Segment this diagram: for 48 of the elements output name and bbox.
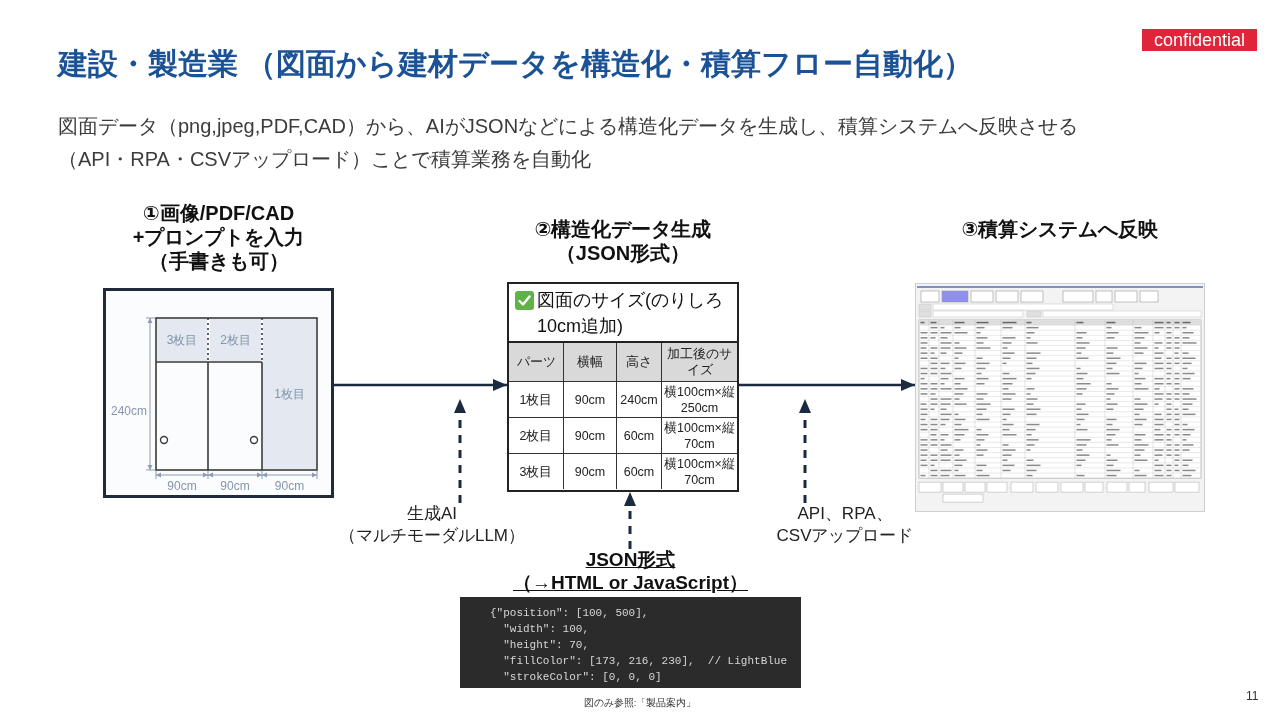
table-cell: 240cm <box>617 382 661 417</box>
dashed-arrow <box>799 399 811 503</box>
table-cell: 90cm <box>564 454 616 489</box>
code-line: "fillColor": [173, 216, 230], // LightBlue <box>503 654 788 669</box>
dashed-arrow <box>454 399 466 503</box>
table-cell: 60cm <box>617 454 661 489</box>
code-line: "width": 100, <box>503 622 589 637</box>
code-line: "strokeColor": [0, 0, 0] <box>503 670 662 685</box>
page-number: 11 <box>1246 689 1259 703</box>
code-line: {"position": [100, 500], <box>490 606 649 621</box>
subtitle-text: 図面データ（png,jpeg,PDF,CAD）から、AIがJSONなどによる構造化データを生成し、積算システムへ反映させる（API・RPA・CSVアップロード）ことで積算業務を自動化 <box>58 114 1080 172</box>
table-cell: 3枚目 <box>509 454 563 489</box>
code-heading: JSON形式 <box>585 549 676 570</box>
table-cell: 横100cm×縦70cm <box>662 454 737 489</box>
arrow <box>739 379 915 391</box>
step-heading: +プロンプトを入力 <box>132 226 305 248</box>
slide-title: 建設・製造業 （図面から建材データを構造化・積算フロー自動化） <box>58 46 974 82</box>
code-heading: （→HTML or JavaScript） <box>512 572 749 593</box>
dimension-label: 90cm <box>167 479 197 493</box>
shaded-panel: 1枚目 <box>263 319 316 469</box>
arrow <box>334 379 507 391</box>
shaded-panel: 2枚目 <box>210 319 261 361</box>
note-text: 生成AI（マルチモーダルLLM） <box>338 503 526 547</box>
table-cell: 1枚目 <box>509 382 563 417</box>
table-cell: 2枚目 <box>509 418 563 453</box>
table-cell: 90cm <box>564 382 616 417</box>
table-header-cell: 加工後のサイズ <box>662 343 737 381</box>
table-title: 図面のサイズ(のりしろ10cm追加) <box>537 289 724 338</box>
table-header-cell: 横幅 <box>564 343 616 381</box>
step-heading: ③積算システムへ反映 <box>961 218 1159 240</box>
table-header-cell: パーツ <box>509 343 563 381</box>
table-cell: 横100cm×縦70cm <box>662 418 737 453</box>
dimension-label: 90cm <box>220 479 250 493</box>
step-heading: ①画像/PDF/CAD <box>142 202 295 224</box>
table-cell: 60cm <box>617 418 661 453</box>
confidential-badge: confidential <box>1141 29 1257 51</box>
note-text: API、RPA、CSVアップロード <box>776 503 914 547</box>
table-cell: 90cm <box>564 418 616 453</box>
step-heading: （手書きも可） <box>148 250 289 272</box>
dashed-arrow <box>624 492 636 549</box>
table-header-cell: 高さ <box>617 343 661 381</box>
table-cell: 横100cm×縦250cm <box>662 382 737 417</box>
step-heading: ②構造化データ生成（JSON形式） <box>534 218 712 264</box>
source-note: 図のみ参照:「製品案内」 <box>583 697 697 710</box>
code-line: "height": 70, <box>503 638 589 653</box>
shaded-panel: 3枚目 <box>157 319 207 361</box>
dimension-label: 240cm <box>110 404 147 418</box>
dimension-label: 90cm <box>274 479 305 493</box>
